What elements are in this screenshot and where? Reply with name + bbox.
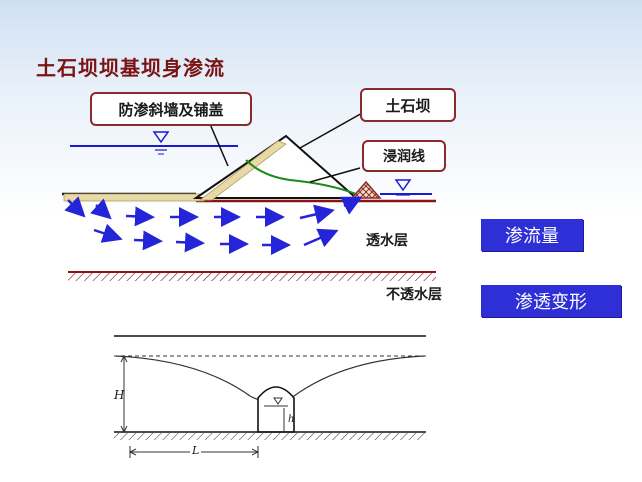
callout-leader-wall	[209, 123, 229, 167]
downstream-water-level-icon	[394, 179, 412, 196]
H-label: H	[114, 388, 125, 402]
tunnel-shape	[257, 386, 295, 433]
anti-seepage-sloping-wall	[198, 140, 287, 201]
impermeable-layer-hatch	[68, 273, 436, 281]
callout-leader-dam	[299, 111, 365, 149]
phreatic-line	[245, 159, 357, 195]
L-label: L	[190, 444, 202, 457]
tunnel-water-level-icon	[273, 397, 283, 405]
slide-title: 土石坝坝基坝身渗流	[36, 56, 225, 80]
impermeable-layer-label: 不透水层	[386, 287, 442, 303]
callout-anti-seepage-wall: 防渗斜墙及铺盖	[90, 92, 252, 126]
callout-leader-phreatic	[309, 167, 361, 183]
toe-drain	[350, 180, 382, 199]
callout-phreatic-line: 浸润线	[362, 140, 446, 172]
callout-earth-dam: 土石坝	[360, 88, 456, 122]
base-ground-hatch	[114, 433, 426, 440]
seepage-deformation-button[interactable]: 渗透变形	[481, 285, 621, 317]
upstream-water-level-icon	[152, 131, 170, 155]
seepage-volume-button[interactable]: 渗流量	[481, 219, 583, 251]
h-label: h	[288, 414, 295, 425]
seepage-flow-arrows	[64, 196, 363, 255]
permeable-layer-label: 透水层	[366, 233, 408, 249]
